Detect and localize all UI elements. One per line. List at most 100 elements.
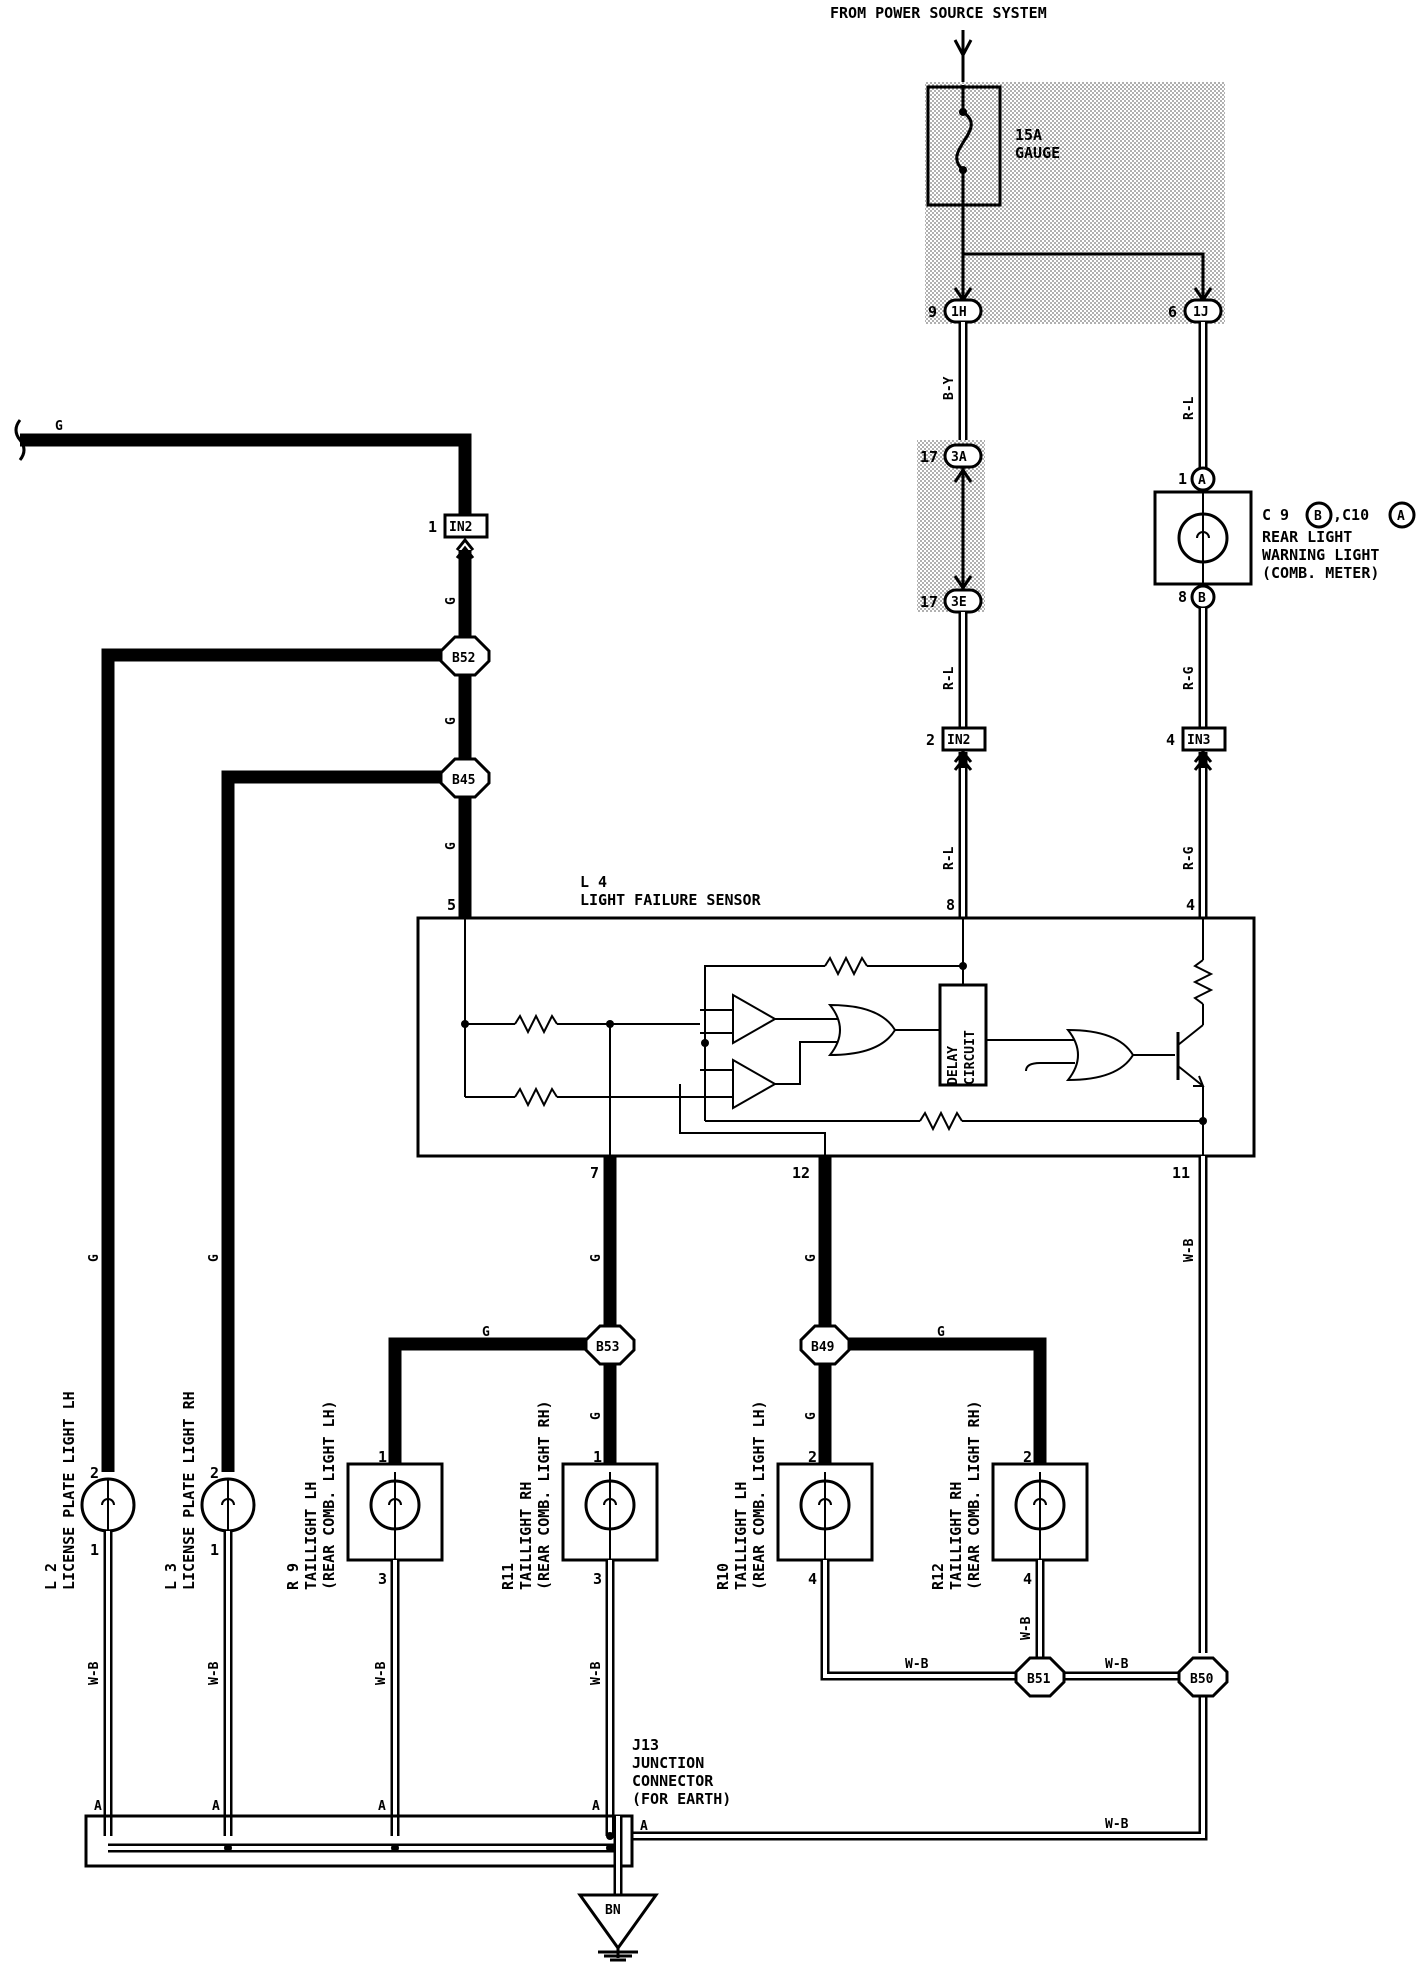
wire-color-wb-b50: W-B [1105, 1657, 1129, 1672]
l3-name: LICENSE PLATE LIGHT RH [180, 1391, 198, 1590]
wire-color-g-b49: G [937, 1325, 945, 1340]
power-source-arrow-icon [953, 30, 973, 85]
license-plate-light-rh[interactable] [200, 1477, 256, 1533]
junction-b51[interactable]: B51 [1014, 1656, 1066, 1698]
wire-color-g-3: G [444, 842, 459, 850]
sensor-internal-circuit [461, 918, 1214, 1156]
wire-color-wb-b51: W-B [905, 1657, 929, 1672]
r12-sub: (REAR COMB. LIGHT RH) [965, 1400, 983, 1590]
connector-in2-mid-pin: 2 [926, 731, 935, 749]
junction-b45[interactable]: B45 [439, 757, 491, 799]
connector-warning-a[interactable]: A [1190, 466, 1216, 492]
fuse-rating: 15A [1015, 126, 1042, 144]
delay-circuit-line2: CIRCUIT [963, 1030, 978, 1085]
r10-code: R10 [714, 1563, 732, 1590]
r11-name: TAILLIGHT RH [517, 1482, 535, 1590]
r12-pin-top: 2 [1023, 1448, 1032, 1466]
warning-line1: REAR LIGHT [1262, 528, 1352, 546]
sensor-pin-5: 5 [447, 896, 456, 914]
r11-pin-top: 1 [593, 1448, 602, 1466]
connector-3a-pin: 17 [920, 448, 938, 466]
connector-in2-left-pin: 1 [428, 518, 437, 536]
r11-pin-bottom: 3 [593, 1570, 602, 1588]
connector-3e-pin: 17 [920, 593, 938, 611]
ground-point-bn[interactable]: BN [577, 1893, 659, 1951]
svg-text:IN3: IN3 [1187, 733, 1210, 748]
taillight-lh-r9[interactable] [346, 1462, 444, 1562]
taillight-rh-r12[interactable] [991, 1462, 1089, 1562]
ground-icon [598, 1948, 638, 1962]
svg-text:B49: B49 [811, 1340, 834, 1355]
svg-text:A: A [1198, 473, 1206, 488]
svg-text:B51: B51 [1027, 1672, 1051, 1687]
connector-1j-pin: 6 [1168, 303, 1177, 321]
wire-color-g-r10: G [804, 1412, 819, 1420]
connector-in2-mid[interactable]: IN2 [941, 726, 987, 752]
r11-code: R11 [499, 1563, 517, 1590]
r12-pin-bottom: 4 [1023, 1570, 1032, 1588]
l2-pin-top: 2 [90, 1464, 99, 1482]
sensor-pin-8: 8 [946, 896, 955, 914]
connector-1h-pin: 9 [928, 303, 937, 321]
r9-pin-top: 1 [378, 1448, 387, 1466]
junction-b52[interactable]: B52 [439, 635, 491, 677]
junction-connector-j13[interactable] [84, 1814, 634, 1895]
r9-name: TAILLIGHT LH [302, 1482, 320, 1590]
l2-pin-bottom: 1 [90, 1541, 99, 1559]
connector-in2-left[interactable]: IN2 [443, 513, 489, 539]
r12-name: TAILLIGHT RH [947, 1482, 965, 1590]
connector-3a[interactable]: 3A [943, 443, 983, 469]
j13-pin-b50: A [640, 1819, 648, 1834]
wire-color-g-1: G [444, 597, 459, 605]
wire-color-g-7: G [589, 1254, 604, 1262]
connector-warning-b[interactable]: B [1190, 584, 1216, 610]
wire-color-g-b53: G [482, 1325, 490, 1340]
taillight-rh-r11[interactable] [561, 1462, 659, 1562]
l3-code: L 3 [162, 1563, 180, 1590]
delay-circuit-line1: DELAY [946, 1046, 961, 1085]
junction-b49[interactable]: B49 [799, 1324, 851, 1366]
wire-color-wb-r11: W-B [589, 1661, 604, 1685]
wire-color-wb-11: W-B [1182, 1238, 1197, 1262]
warning-code: C 9 [1262, 506, 1289, 524]
l3-pin-bottom: 1 [210, 1541, 219, 1559]
svg-text:1J: 1J [1193, 305, 1209, 320]
r10-pin-bottom: 4 [808, 1570, 817, 1588]
junction-b53[interactable]: B53 [584, 1324, 636, 1366]
connector-1h[interactable]: 1H [943, 298, 983, 324]
wire-color-g-l3: G [207, 1254, 222, 1262]
taillight-lh-r10[interactable] [776, 1462, 874, 1562]
wire-color-wb-r9: W-B [374, 1661, 389, 1685]
connector-in3[interactable]: IN3 [1181, 726, 1227, 752]
svg-text:B52: B52 [452, 651, 475, 666]
junction-b50[interactable]: B50 [1177, 1656, 1229, 1698]
j13-line3: (FOR EARTH) [632, 1790, 731, 1808]
sensor-pin-12: 12 [792, 1164, 810, 1182]
r9-code: R 9 [284, 1563, 302, 1590]
l2-code: L 2 [42, 1563, 60, 1590]
j13-pin-l2: A [94, 1799, 102, 1814]
r10-sub: (REAR COMB. LIGHT LH) [750, 1400, 768, 1590]
svg-text:B50: B50 [1190, 1672, 1214, 1687]
j13-pin-l3: A [212, 1799, 220, 1814]
warning-code-a: B [1314, 509, 1322, 524]
r11-sub: (REAR COMB. LIGHT RH) [535, 1400, 553, 1590]
j13-line1: JUNCTION [632, 1754, 704, 1772]
r12-code: R12 [929, 1563, 947, 1590]
wire-color-rl-2: R-L [942, 846, 957, 870]
wire-color-g-l2: G [87, 1254, 102, 1262]
svg-text:3E: 3E [951, 595, 967, 610]
wire-color-g-2: G [444, 717, 459, 725]
j13-code: J13 [632, 1736, 659, 1754]
connector-1j[interactable]: 1J [1183, 298, 1223, 324]
svg-text:B45: B45 [452, 773, 475, 788]
warning-line2: WARNING LIGHT [1262, 546, 1379, 564]
light-failure-sensor[interactable] [416, 916, 1256, 1158]
warning-code-b: A [1397, 509, 1405, 524]
sensor-pin-7: 7 [590, 1164, 599, 1182]
connector-3e[interactable]: 3E [943, 588, 983, 614]
rear-light-warning-light[interactable] [1153, 490, 1253, 586]
wire-color-wb-l3: W-B [207, 1661, 222, 1685]
wire-color-wb-r12: W-B [1019, 1616, 1034, 1640]
license-plate-light-lh[interactable] [80, 1477, 136, 1533]
